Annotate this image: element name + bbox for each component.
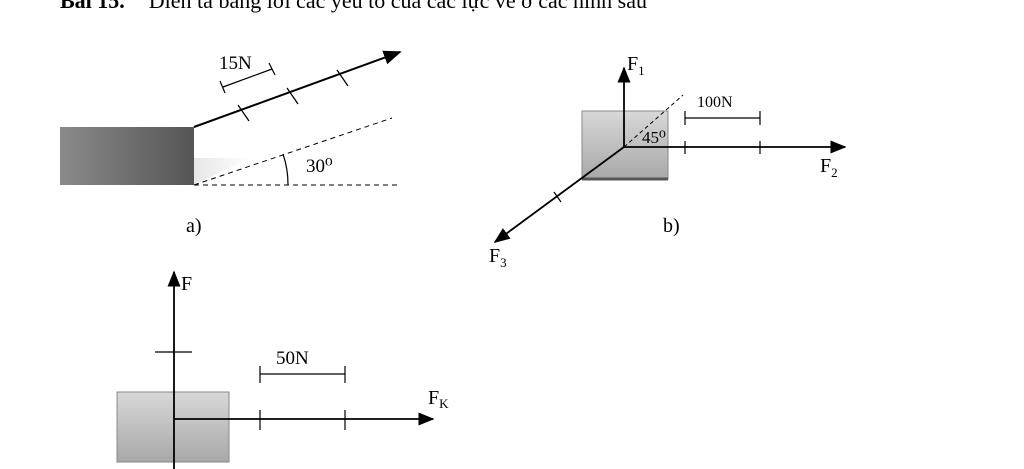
figure-a-tick — [286, 87, 299, 105]
exercise-heading: Bài 15. Diễn tả bằng lời các yếu tố của c… — [60, 0, 647, 14]
exercise-instruction: Diễn tả bằng lời các yếu tố của các lực … — [148, 0, 647, 13]
figure-a-tick — [336, 69, 349, 87]
figure-b-caption: b) — [663, 215, 680, 237]
figure-b-scale-label: 100N — [697, 94, 733, 111]
figure-a: 30⁰ 15N a) — [60, 50, 402, 237]
figure-b-tick — [553, 191, 562, 203]
figure-b: 45⁰ 100N F1 F2 F3 b) — [489, 53, 847, 270]
figure-a-caption: a) — [186, 215, 202, 237]
exercise-number: Bài 15. — [60, 0, 125, 13]
figure-a-scale-bar — [222, 68, 273, 88]
figure-b-angle-reference — [623, 94, 684, 148]
figure-c-scale-label: 50N — [276, 348, 309, 369]
figure-a-inclined-reference — [193, 117, 393, 186]
figure-a-force-arrow — [193, 50, 402, 128]
figure-a-scale-end — [268, 62, 276, 76]
figure-a-angle-arc — [282, 153, 289, 186]
figure-a-block — [60, 127, 194, 185]
figure-b-f1-label: F1 — [627, 53, 645, 78]
figure-a-scale-end — [219, 80, 226, 94]
figure-b-block — [581, 110, 669, 180]
figure-a-scale-label: 15N — [219, 53, 252, 74]
figure-c: 50N F FK — [116, 270, 449, 469]
figure-b-f3-label: F3 — [489, 245, 507, 270]
figure-b-f2-label: F2 — [820, 155, 838, 180]
figure-a-block-shadow — [194, 158, 250, 185]
figure-c-fk-label: FK — [428, 387, 449, 411]
figure-c-block — [116, 391, 230, 463]
figure-c-f-label: F — [181, 273, 192, 295]
figure-b-angle-label: 45⁰ — [642, 128, 666, 147]
figure-b-f3-arrow — [493, 146, 625, 243]
figure-a-tick — [237, 104, 250, 122]
figure-a-angle-label: 30⁰ — [306, 156, 333, 177]
